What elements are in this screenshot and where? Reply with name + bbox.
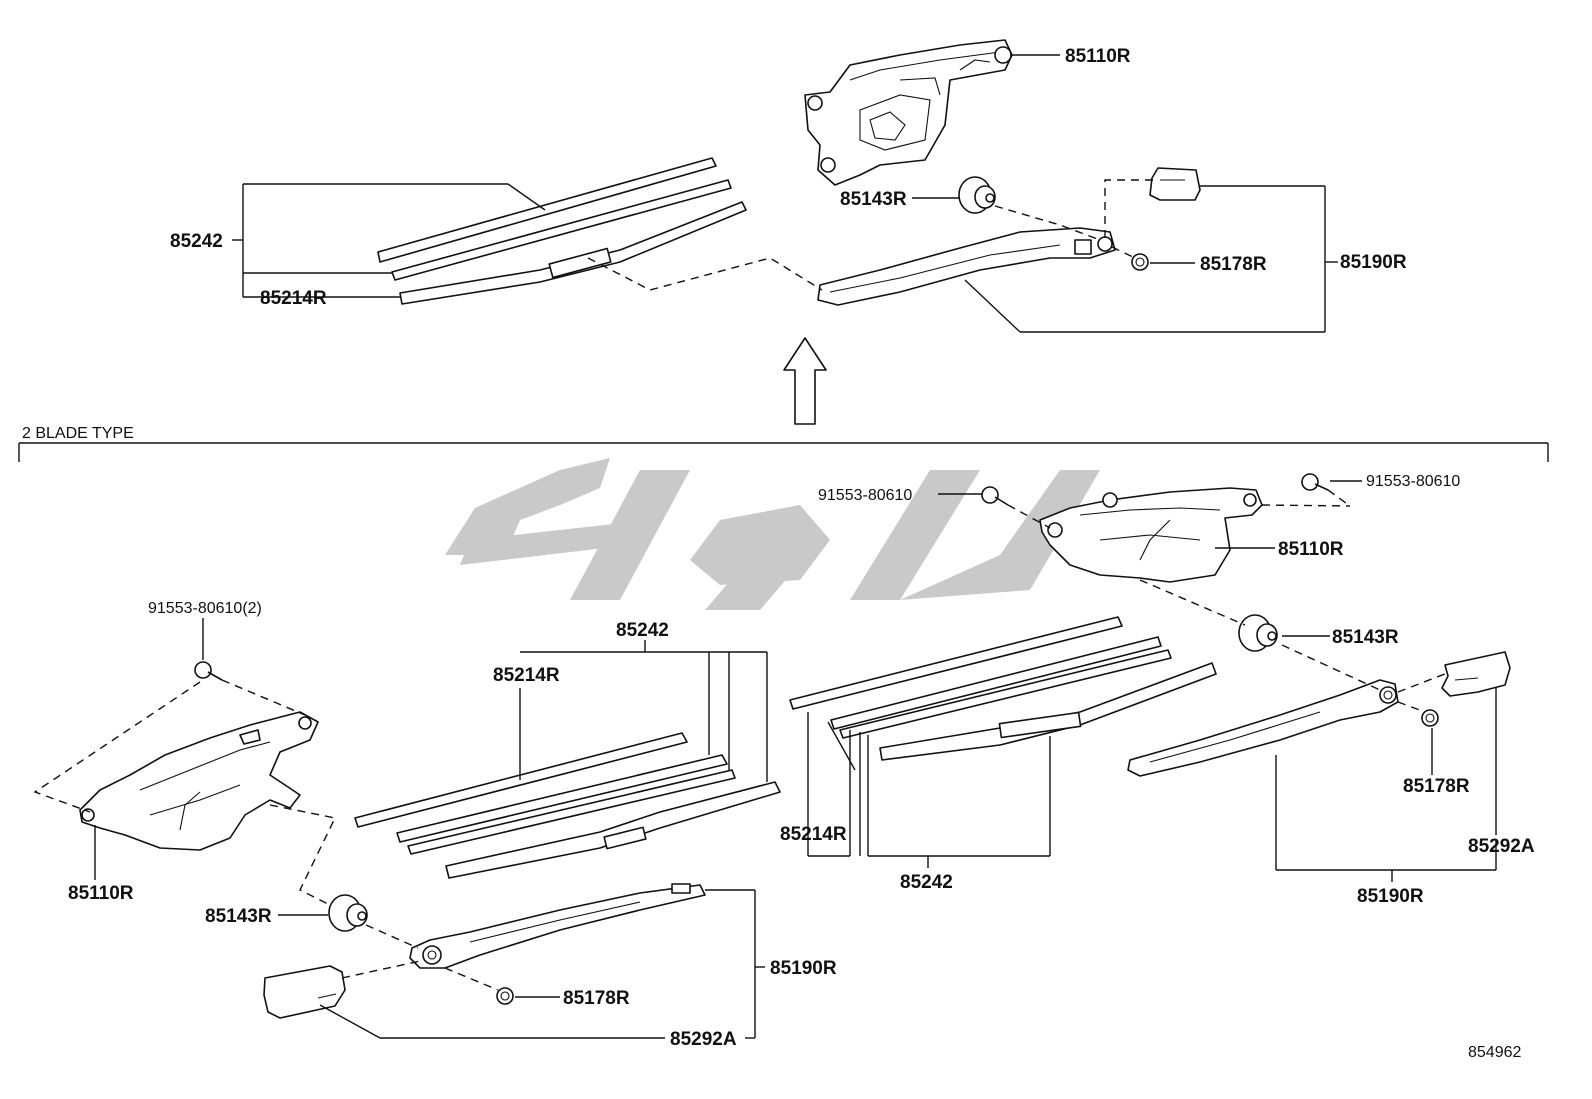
wiper-motor-top xyxy=(804,39,1013,186)
brand-watermark xyxy=(445,458,1100,610)
label-top-arm: 85190R xyxy=(1340,252,1407,273)
label-right-blade-rubber: 85242 xyxy=(900,872,953,893)
blade-assembly-top xyxy=(377,157,747,305)
arm-cover-top xyxy=(1149,167,1201,201)
label-top-blade: 85214R xyxy=(260,288,327,309)
label-right-blade: 85214R xyxy=(780,824,847,845)
wiper-arm-top xyxy=(817,227,1116,306)
nut-left xyxy=(496,987,514,1005)
cap-ring-right xyxy=(1238,614,1278,652)
bolt-right-a xyxy=(981,486,1009,506)
label-left-nut: 85178R xyxy=(563,988,630,1009)
diagram-id: 854962 xyxy=(1468,1044,1521,1061)
label-right-bolt-b: 91553-80610 xyxy=(1366,473,1460,490)
right-assembly: 91553-80610 91553-80610 85110R 85143R 85… xyxy=(780,473,1535,907)
nut-top xyxy=(1131,253,1149,271)
bolt-right-b xyxy=(1301,473,1329,491)
label-top-nut: 85178R xyxy=(1200,254,1267,275)
label-right-nut: 85178R xyxy=(1403,776,1470,797)
label-right-arm: 85190R xyxy=(1357,886,1424,907)
wiper-arm-right xyxy=(1127,679,1399,777)
arm-cover-left xyxy=(263,965,346,1019)
blade-assembly-left xyxy=(354,732,781,879)
label-left-blade: 85214R xyxy=(493,665,560,686)
section-label: 2 BLADE TYPE xyxy=(22,425,134,442)
label-left-bolt: 91553-80610(2) xyxy=(148,600,262,617)
label-left-blade-rubber: 85242 xyxy=(616,620,669,641)
wiper-arm-left xyxy=(409,883,706,969)
blade-assembly-right xyxy=(789,616,1217,761)
cap-ring-top xyxy=(958,176,996,214)
wiper-motor-left xyxy=(79,711,319,851)
label-right-bolt-a: 91553-80610 xyxy=(818,487,912,504)
top-assembly: 85110R 85143R 85178R 85190R 85242 85214R xyxy=(170,39,1407,333)
nut-right xyxy=(1421,709,1439,727)
label-right-cover: 85292A xyxy=(1468,836,1535,857)
label-left-cover: 85292A xyxy=(670,1029,737,1050)
label-top-blade-rubber: 85242 xyxy=(170,231,223,252)
label-left-arm: 85190R xyxy=(770,958,837,979)
label-left-cap-ring: 85143R xyxy=(205,906,272,927)
label-right-motor: 85110R xyxy=(1278,539,1344,560)
arm-cover-right xyxy=(1441,651,1511,697)
left-assembly: 91553-80610(2) 85110R 85143R 85178R 8519… xyxy=(33,600,837,1050)
label-top-motor: 85110R xyxy=(1065,46,1131,67)
bolt-left xyxy=(194,661,223,681)
cap-ring-left xyxy=(328,894,368,932)
wiper-motor-right xyxy=(1039,487,1263,583)
section-bracket: 2 BLADE TYPE xyxy=(18,425,1549,462)
label-right-cap-ring: 85143R xyxy=(1332,627,1399,648)
label-top-cap-ring: 85143R xyxy=(840,189,907,210)
up-arrow-icon xyxy=(783,337,827,425)
label-left-motor: 85110R xyxy=(68,883,134,904)
